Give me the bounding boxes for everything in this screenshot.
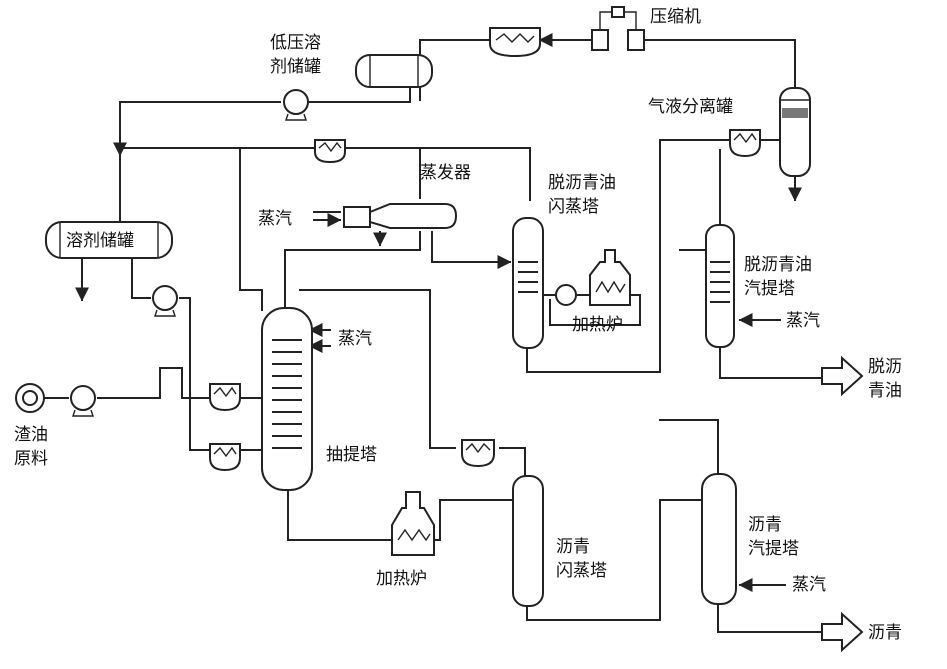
- feed-pump: [70, 385, 96, 417]
- label-heater-top: 加热炉: [572, 315, 623, 335]
- label-low-pressure-tank-1: 低压溶: [270, 33, 321, 53]
- separator-cooler: [729, 129, 761, 158]
- label-dao-stripper-2: 汽提塔: [744, 279, 795, 299]
- label-evaporator: 蒸发器: [420, 163, 471, 183]
- solvent-pump: [152, 285, 178, 317]
- label-product-dao-1: 脱沥: [868, 357, 902, 377]
- gas-liquid-separator: [779, 87, 811, 177]
- dao-stripper-column: [705, 224, 735, 348]
- asphalt-cooler: [461, 439, 495, 468]
- dao-flash-column: [512, 217, 544, 349]
- top-pump: [283, 89, 309, 121]
- label-steam-dao-stripper: 蒸汽: [786, 311, 820, 331]
- evaporator: [313, 203, 458, 229]
- asphalt-stripper-column: [701, 473, 737, 605]
- label-solvent-tank: 溶剂储罐: [66, 231, 134, 251]
- header-cooler: [314, 139, 346, 164]
- label-heater-bottom: 加热炉: [376, 569, 427, 589]
- label-product-dao-2: 青油: [868, 381, 902, 401]
- label-steam-evaporator: 蒸汽: [258, 209, 292, 229]
- feed-exchanger-lower: [209, 443, 241, 472]
- label-asphalt-stripper-2: 汽提塔: [748, 539, 799, 559]
- feed-exchanger-upper: [209, 383, 241, 412]
- label-steam-extractor: 蒸汽: [338, 329, 372, 349]
- compressor: [591, 6, 645, 51]
- label-dao-stripper-1: 脱沥青油: [744, 255, 812, 275]
- label-dao-flash-1: 脱沥青油: [548, 173, 616, 193]
- label-asphalt-flash-1: 沥青: [556, 537, 590, 557]
- dao-product-arrow: [821, 355, 864, 397]
- label-product-asphalt: 沥青: [868, 623, 902, 643]
- feed-inlet: [15, 383, 45, 413]
- label-asphalt-stripper-1: 沥青: [748, 515, 782, 535]
- label-extractor: 抽提塔: [326, 445, 377, 465]
- label-low-pressure-tank-2: 剂储罐: [270, 57, 321, 77]
- asphalt-heater: [391, 491, 435, 556]
- label-dao-flash-2: 闪蒸塔: [548, 197, 599, 217]
- asphalt-flash-column: [512, 475, 544, 607]
- extractor-column: [261, 307, 313, 491]
- dao-flash-pump: [555, 284, 577, 306]
- label-compressor: 压缩机: [650, 7, 701, 27]
- label-feed-2: 原料: [14, 449, 48, 469]
- label-steam-asphalt-stripper: 蒸汽: [792, 575, 826, 595]
- low-pressure-solvent-tank: [355, 54, 433, 101]
- solvent-storage-tank: [45, 221, 173, 259]
- piping: [43, 33, 821, 633]
- label-feed-1: 渣油: [14, 425, 48, 445]
- asphalt-product-arrow: [821, 611, 864, 653]
- labels: 压缩机 低压溶 剂储罐 气液分离罐 蒸发器 蒸汽 脱沥青油 闪蒸塔 溶剂储罐 加…: [14, 7, 902, 643]
- top-cooler: [489, 27, 541, 58]
- label-asphalt-flash-2: 闪蒸塔: [556, 561, 607, 581]
- dao-heater: [589, 249, 631, 306]
- label-gas-liquid-separator: 气液分离罐: [648, 97, 733, 117]
